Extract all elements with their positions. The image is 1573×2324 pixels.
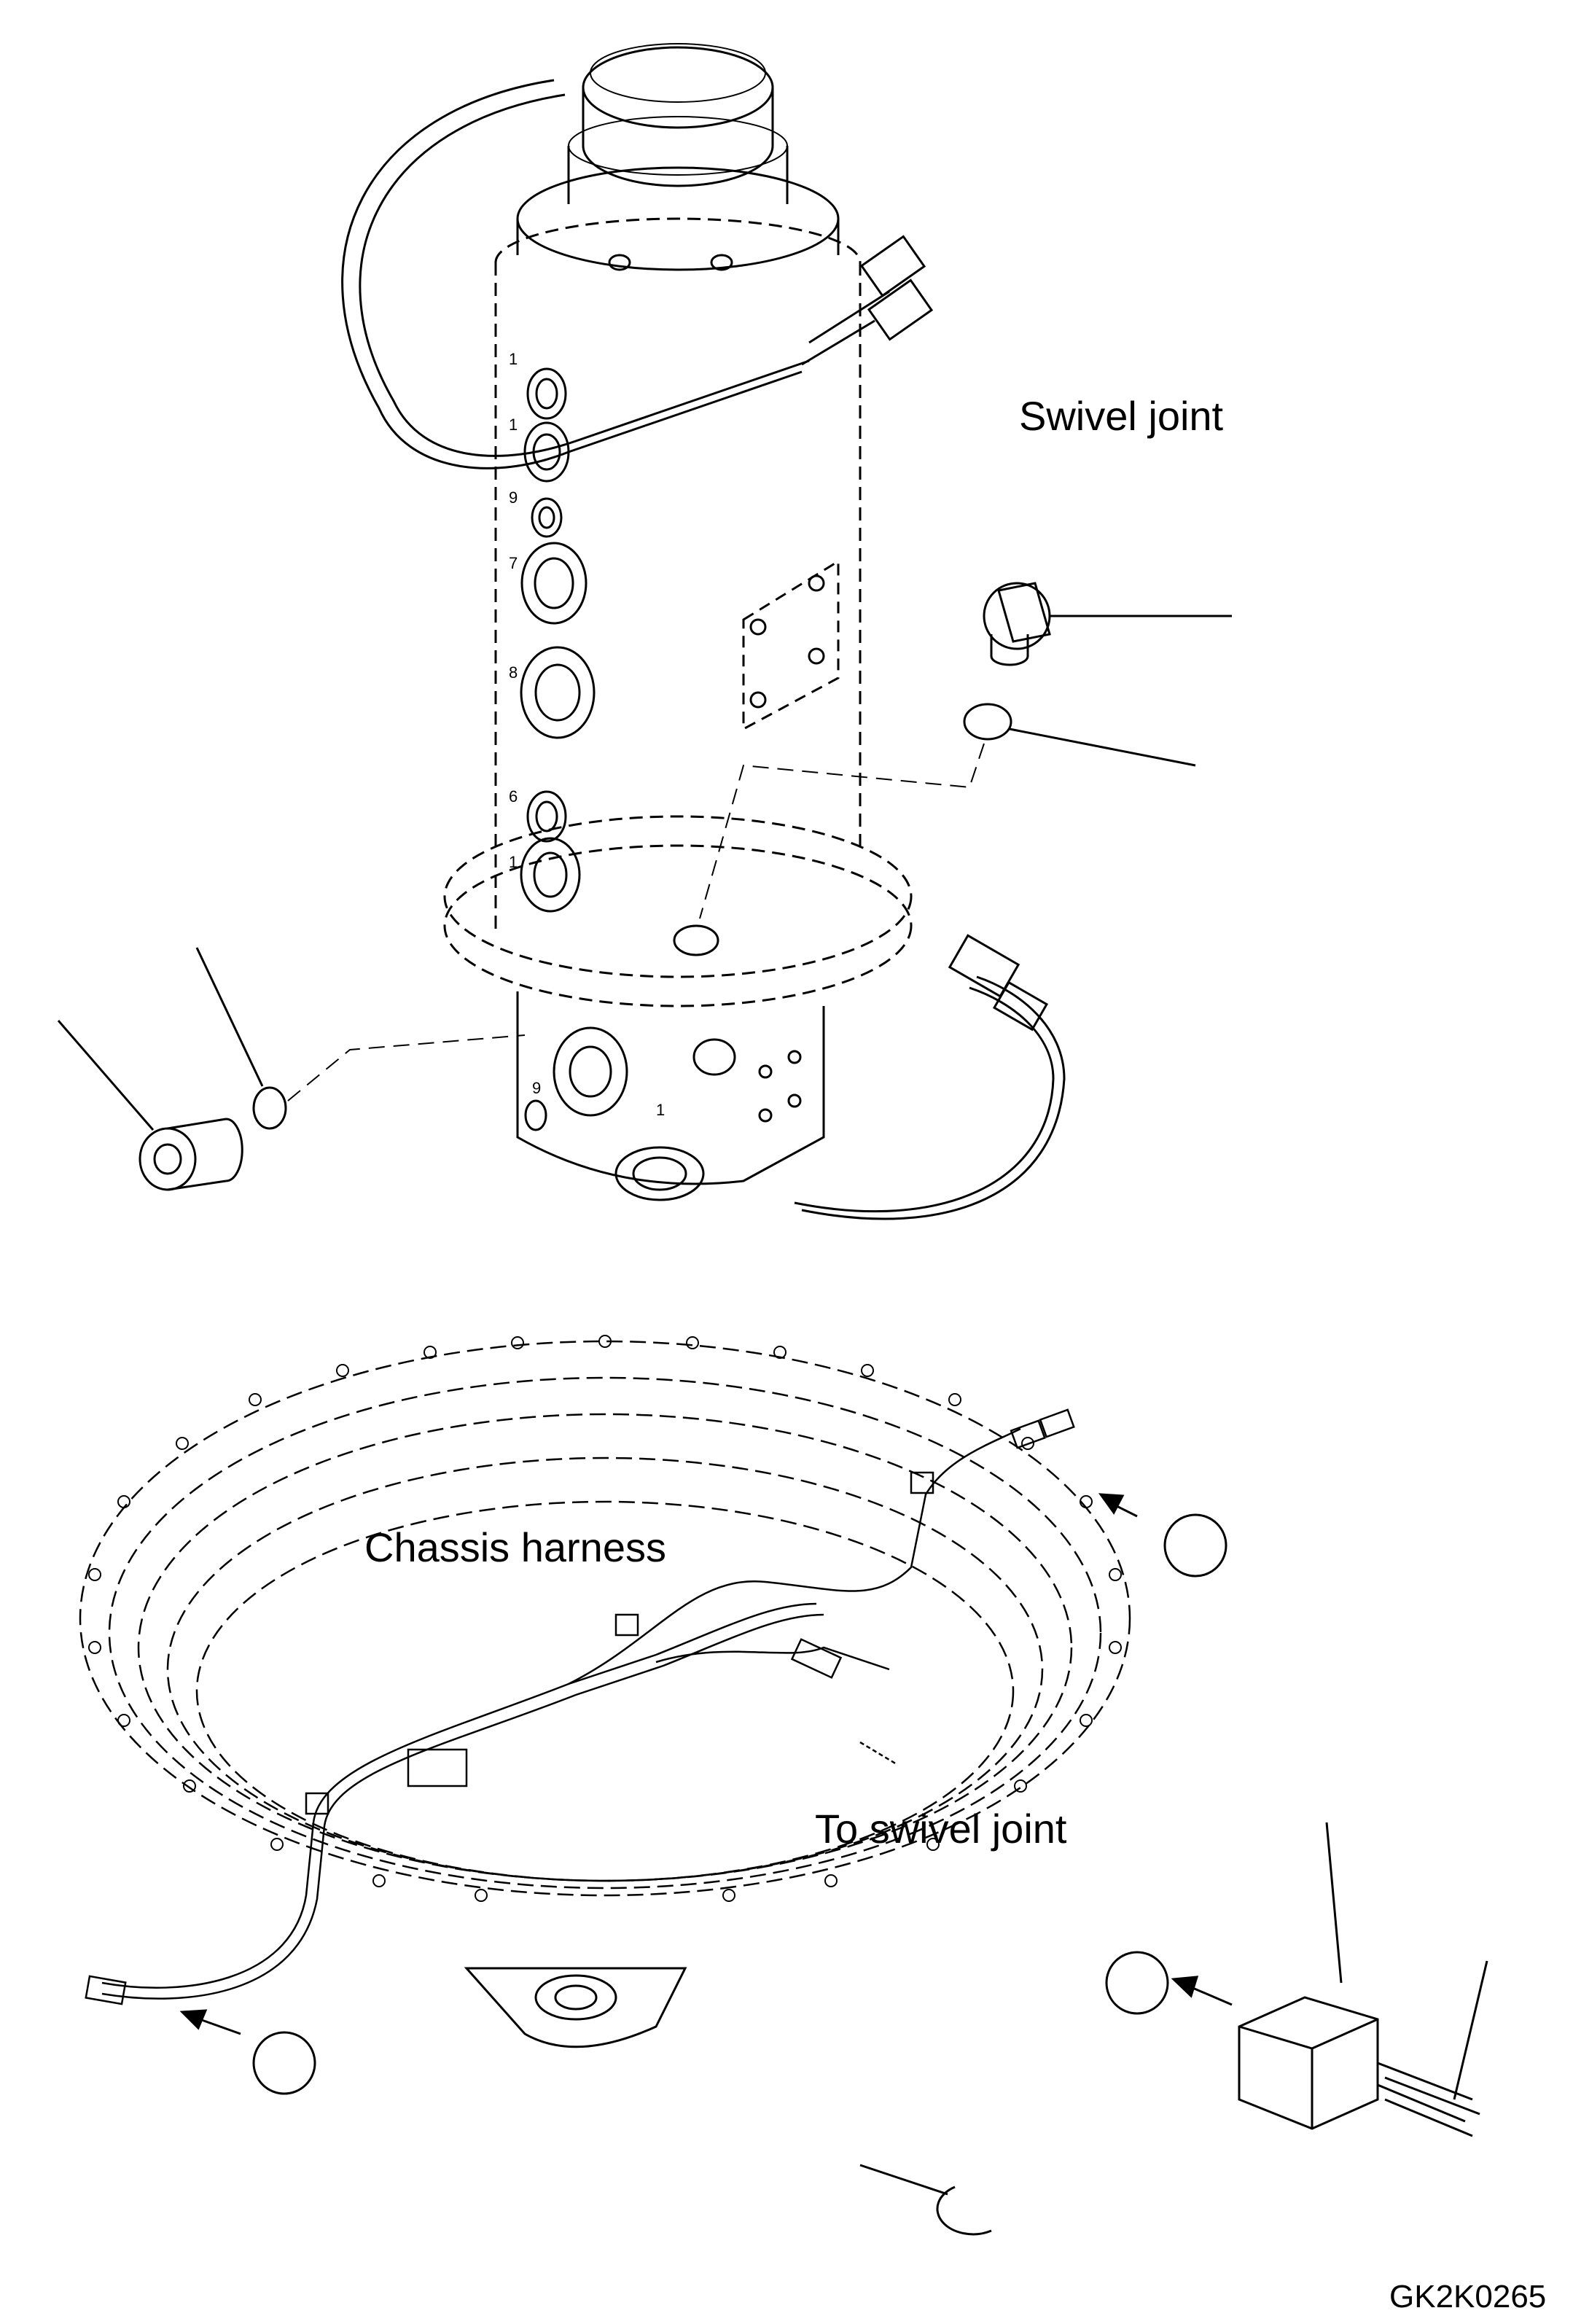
swivel-joint-assembly: 1 1 9 7 8 6 1 1 9 [341, 43, 1066, 1220]
swivel-harness-wire [341, 79, 1066, 1220]
chassis-harness-wire [85, 1408, 1075, 2005]
plate-holes [749, 574, 825, 709]
to-swivel-joint-label: To swivel joint [815, 1806, 1067, 1852]
swivel-ports [520, 367, 596, 913]
leader-line [1325, 1822, 1343, 1984]
leader-line [1009, 728, 1196, 767]
port-number: 1 [656, 1101, 665, 1119]
leader-line [1453, 1960, 1488, 2100]
ring-boss [464, 1967, 687, 2048]
chassis-harness-label: Chassis harness [364, 1524, 666, 1570]
plug-part [57, 1020, 243, 1191]
port-number: 6 [509, 787, 518, 806]
ring-bolt-holes [88, 1335, 1122, 1902]
port-number: 1 [509, 416, 518, 434]
port-number: 9 [532, 1079, 541, 1097]
swing-circle-ring [79, 1340, 1131, 1897]
leader-line [859, 2164, 948, 2196]
swivel-flange [443, 815, 913, 1007]
swivel-plate [742, 559, 840, 731]
port-number: 1 [509, 350, 518, 368]
elbow-fitting-part [983, 582, 1232, 666]
o-ring-part [699, 703, 1196, 919]
leader-line [57, 1020, 155, 1131]
seal-part [195, 947, 526, 1130]
reference-circle-ring-right [1098, 1493, 1227, 1578]
port-number-labels: 1 1 9 7 8 6 1 1 9 [509, 350, 665, 1119]
swivel-top-cap [567, 43, 789, 204]
port-number: 1 [509, 853, 518, 871]
swivel-cylinder-body [494, 166, 862, 933]
drawing-code-label: GK2K0265 [1389, 2279, 1547, 2315]
pin-terminals-part [1377, 1960, 1488, 2137]
reference-circle-ring-left [179, 2009, 316, 2095]
port-number: 8 [509, 663, 518, 682]
swivel-lower-block [516, 991, 825, 1201]
clip-part [859, 2164, 992, 2236]
reference-circle-connector [1105, 1951, 1169, 2015]
port-number: 7 [509, 554, 518, 572]
port-number: 9 [509, 488, 518, 507]
leader-line [195, 947, 264, 1087]
connector-block-part [1105, 1822, 1379, 2130]
swivel-joint-label: Swivel joint [1019, 393, 1224, 439]
